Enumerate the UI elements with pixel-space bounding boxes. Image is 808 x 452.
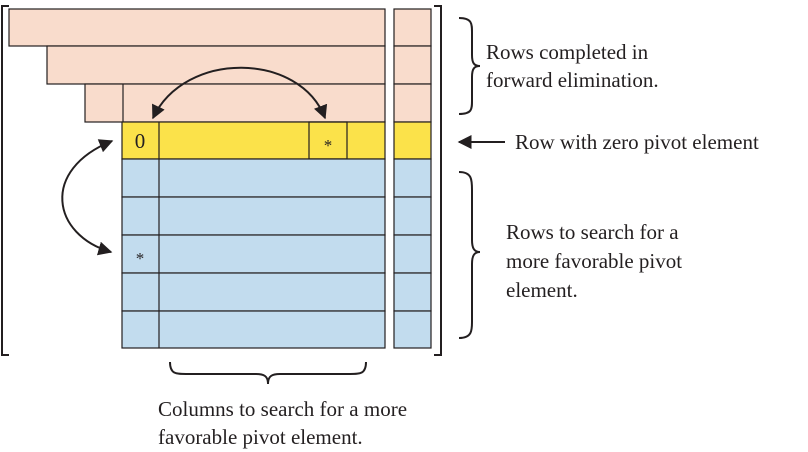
search-columns-label-line-1: Columns to search for a more xyxy=(158,397,407,421)
search-row-3 xyxy=(121,234,386,274)
search-rows xyxy=(121,158,386,349)
search-row-1 xyxy=(121,158,386,198)
search-rows-label-line-1: Rows to search for a xyxy=(506,220,679,244)
rhs-cell-5 xyxy=(393,158,432,198)
completed-rows-brace xyxy=(458,17,481,115)
rhs-cell-7 xyxy=(393,234,432,274)
rhs-cell-4 xyxy=(393,121,432,160)
search-row-5 xyxy=(121,310,386,349)
column-swap-arrow xyxy=(152,66,328,120)
zero-pivot-row xyxy=(121,121,386,160)
completed-row-2 xyxy=(46,45,386,85)
search-rows-brace xyxy=(458,171,481,339)
rhs-cell-3 xyxy=(393,83,432,123)
completed-rows xyxy=(8,8,386,123)
search-columns-label-line-2: favorable pivot element. xyxy=(158,425,363,449)
rhs-cell-1 xyxy=(393,8,432,47)
search-rows-label-line-2: more favorable pivot xyxy=(506,249,682,273)
zero-pivot-row-label: Row with zero pivot element xyxy=(515,130,759,154)
matrix-right-bracket xyxy=(434,5,442,356)
search-column-star: * xyxy=(136,249,145,268)
rhs-cell-6 xyxy=(393,196,432,236)
search-columns-brace xyxy=(169,361,367,385)
completed-rows-label-line-1: Rows completed in xyxy=(486,40,649,64)
completed-row-3 xyxy=(84,83,386,123)
rhs-cell-8 xyxy=(393,272,432,312)
search-rows-label-line-3: element. xyxy=(506,278,578,302)
pivot-row-star: * xyxy=(324,136,333,155)
rhs-cell-2 xyxy=(393,45,432,85)
completed-rows-label-line-2: forward elimination. xyxy=(486,68,659,92)
matrix-left-bracket xyxy=(1,5,9,356)
pivot-zero-value: 0 xyxy=(135,129,146,153)
rhs-column xyxy=(393,8,432,349)
row-swap-arrow xyxy=(61,139,114,256)
zero-pivot-row-band xyxy=(121,121,386,160)
rhs-cell-9 xyxy=(393,310,432,349)
search-row-4 xyxy=(121,272,386,312)
completed-row-1 xyxy=(8,8,386,47)
matrix-brackets xyxy=(1,5,442,356)
search-row-2 xyxy=(121,196,386,236)
